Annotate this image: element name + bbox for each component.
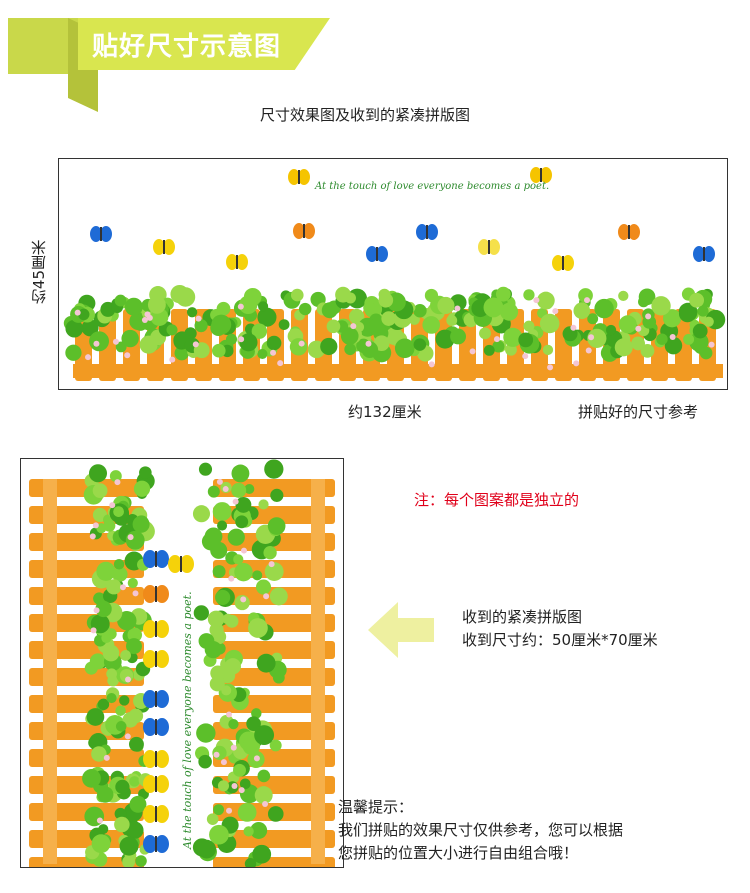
preview-panel: At the touch of love everyone becomes a … [58, 158, 728, 390]
preview-slogan: At the touch of love everyone becomes a … [314, 181, 549, 192]
left-arrow-icon [368, 602, 434, 658]
info-line-1: 收到的紧凑拼版图 [462, 608, 583, 626]
subtitle: 尺寸效果图及收到的紧凑拼版图 [259, 106, 470, 124]
reference-label: 拼贴好的尺寸参考 [578, 403, 699, 421]
width-label: 约132厘米 [348, 403, 422, 421]
layout-slogan: At the touch of love everyone becomes a … [181, 591, 194, 850]
layout-sheet-image: At the touch of love everyone becomes a … [29, 459, 335, 867]
info-line-2: 收到尺寸约：50厘米*70厘米 [462, 631, 658, 649]
banner-shadow [8, 18, 78, 74]
fence-preview-image: At the touch of love everyone becomes a … [63, 167, 726, 381]
header-banner [78, 18, 330, 70]
page-title: 贴好尺寸示意图 [92, 32, 282, 62]
tip-line-1: 我们拼贴的效果尺寸仅供参考，您可以根据 [338, 821, 624, 839]
tip-title: 温馨提示： [338, 798, 414, 816]
layout-panel: At the touch of love everyone becomes a … [20, 458, 344, 868]
note-text: 注：每个图案都是独立的 [414, 491, 580, 509]
tip-line-2: 您拼贴的位置大小进行自由组合哦！ [338, 844, 579, 862]
height-label: 约45厘米 [30, 240, 48, 305]
